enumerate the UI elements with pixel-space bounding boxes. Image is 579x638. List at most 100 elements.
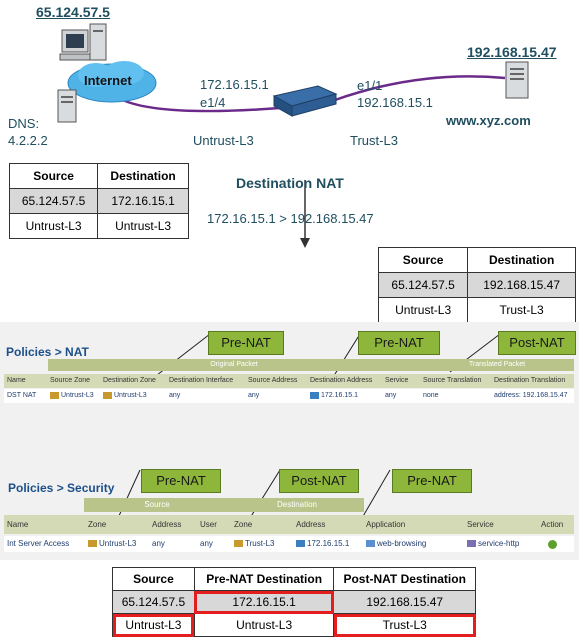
nat-arrow-head	[300, 238, 310, 248]
cell: Untrust-L3	[8, 213, 99, 239]
zone-icon	[50, 391, 59, 399]
col-source-translation: Source Translation	[423, 377, 482, 384]
link-firewall-server	[334, 75, 506, 102]
dns-server-icon	[57, 89, 77, 123]
col-destination-interface: Destination Interface	[169, 377, 234, 384]
server-hostname: www.xyz.com	[446, 113, 531, 128]
fw-right-ip: 192.168.15.1	[357, 95, 433, 110]
nat-policy-title: Policies > NAT	[6, 345, 89, 359]
cell: Untrust-L3	[377, 297, 469, 323]
pre-nat-badge: Pre-NAT	[392, 469, 472, 493]
col-pre-nat-destination: Pre-NAT Destination	[193, 567, 335, 591]
cell-highlighted: Trust-L3	[333, 613, 476, 637]
cell: none	[423, 392, 439, 399]
group-source: Source	[84, 498, 230, 512]
col-source: Source	[112, 567, 195, 591]
group-destination: Destination	[230, 498, 364, 512]
left-zone-label: Untrust-L3	[193, 133, 254, 148]
zone-icon	[103, 391, 112, 399]
application-icon	[366, 540, 375, 548]
cell: address: 192.168.15.47	[494, 392, 568, 399]
col-destination-address: Address	[296, 520, 326, 529]
fw-left-interface: e1/4	[200, 95, 226, 110]
fw-left-ip: 172.16.15.1	[200, 77, 269, 92]
dnat-title: Destination NAT	[236, 175, 344, 191]
firewall-icon	[272, 85, 338, 117]
group-translated-packet: Translated Packet	[420, 359, 574, 371]
col-destination-address: Destination Address	[310, 377, 373, 384]
rule-name-link[interactable]: Int Server Access	[7, 539, 70, 548]
zone-icon	[234, 540, 243, 548]
cloud-label: Internet	[84, 73, 132, 88]
dnat-mapping: 172.16.15.1 > 192.168.15.47	[207, 211, 374, 226]
col-source: Source	[377, 247, 469, 273]
nat-table-header: Name Source Zone Destination Zone Destin…	[4, 374, 574, 388]
server-icon	[505, 61, 529, 99]
cell-highlighted: Untrust-L3	[112, 613, 195, 637]
cell: Trust-L3	[467, 297, 576, 323]
zone-icon	[88, 540, 97, 548]
col-source-zone: Source Zone	[50, 377, 91, 384]
col-source-zone: Zone	[88, 520, 107, 529]
cell: any	[385, 392, 397, 399]
address-icon	[310, 391, 319, 399]
table-row[interactable]: DST NAT Untrust-L3 Untrust-L3 any any 17…	[4, 389, 574, 403]
cell: Untrust-L3	[97, 213, 189, 239]
cell: any	[169, 392, 181, 399]
col-source: Source	[8, 163, 99, 189]
cell: 172.16.15.1	[97, 188, 189, 214]
col-user: User	[200, 520, 217, 529]
allow-action-icon	[548, 540, 557, 549]
cell: Untrust-L3	[61, 392, 94, 399]
col-destination-zone: Destination Zone	[103, 377, 156, 384]
cell: 192.168.15.47	[333, 590, 476, 614]
dns-ip: 4.2.2.2	[8, 133, 48, 148]
cell: any	[248, 392, 260, 399]
internet-cloud-icon	[67, 61, 157, 103]
cell: Trust-L3	[245, 539, 275, 548]
table-row[interactable]: Int Server Access Untrust-L3 any any Tru…	[4, 536, 574, 552]
pre-nat-badge: Pre-NAT	[208, 331, 284, 355]
cell: any	[200, 539, 213, 548]
cell: 65.124.57.5	[112, 590, 195, 614]
post-nat-badge: Post-NAT	[498, 331, 576, 355]
col-name: Name	[7, 377, 26, 384]
col-destination-translation: Destination Translation	[494, 377, 566, 384]
col-service: Service	[467, 520, 494, 529]
cell: service-http	[478, 539, 520, 548]
client-ip: 65.124.57.5	[36, 4, 110, 20]
col-destination: Destination	[97, 163, 189, 189]
col-source-address: Address	[152, 520, 182, 529]
cell: web-browsing	[377, 539, 427, 548]
cell-highlighted: 172.16.15.1	[193, 590, 335, 614]
cell: Untrust-L3	[193, 613, 335, 637]
service-icon	[467, 540, 476, 548]
security-policy-title: Policies > Security	[8, 481, 115, 495]
col-action: Action	[541, 520, 564, 529]
cell: 172.16.15.1	[321, 392, 358, 399]
cell: 65.124.57.5	[377, 272, 469, 298]
network-topology: Internet 65.124.57.5 DNS: 4.2.2.2 172.16…	[8, 4, 576, 323]
col-source-address: Source Address	[248, 377, 298, 384]
dns-label: DNS:	[8, 116, 40, 131]
client-computer-icon	[59, 23, 107, 61]
rule-name-link[interactable]: DST NAT	[7, 392, 37, 399]
nat-summary-table: Source Pre-NAT Destination Post-NAT Dest…	[112, 567, 476, 637]
cell: 65.124.57.5	[8, 188, 99, 214]
fw-right-interface: e1/1	[357, 78, 383, 93]
security-table-header: Name Zone Address User Zone Address Appl…	[4, 515, 574, 534]
cell: any	[152, 539, 165, 548]
pre-nat-badge: Pre-NAT	[358, 331, 440, 355]
cell: 172.16.15.1	[307, 539, 350, 548]
group-original-packet: Original Packet	[48, 359, 420, 371]
post-nat-badge: Post-NAT	[279, 469, 359, 493]
cell: Untrust-L3	[114, 392, 147, 399]
cell: 192.168.15.47	[467, 272, 576, 298]
col-post-nat-destination: Post-NAT Destination	[333, 567, 476, 591]
col-destination-zone: Zone	[234, 520, 253, 529]
server-ip: 192.168.15.47	[467, 44, 557, 60]
col-application: Application	[366, 520, 406, 529]
address-icon	[296, 540, 305, 548]
